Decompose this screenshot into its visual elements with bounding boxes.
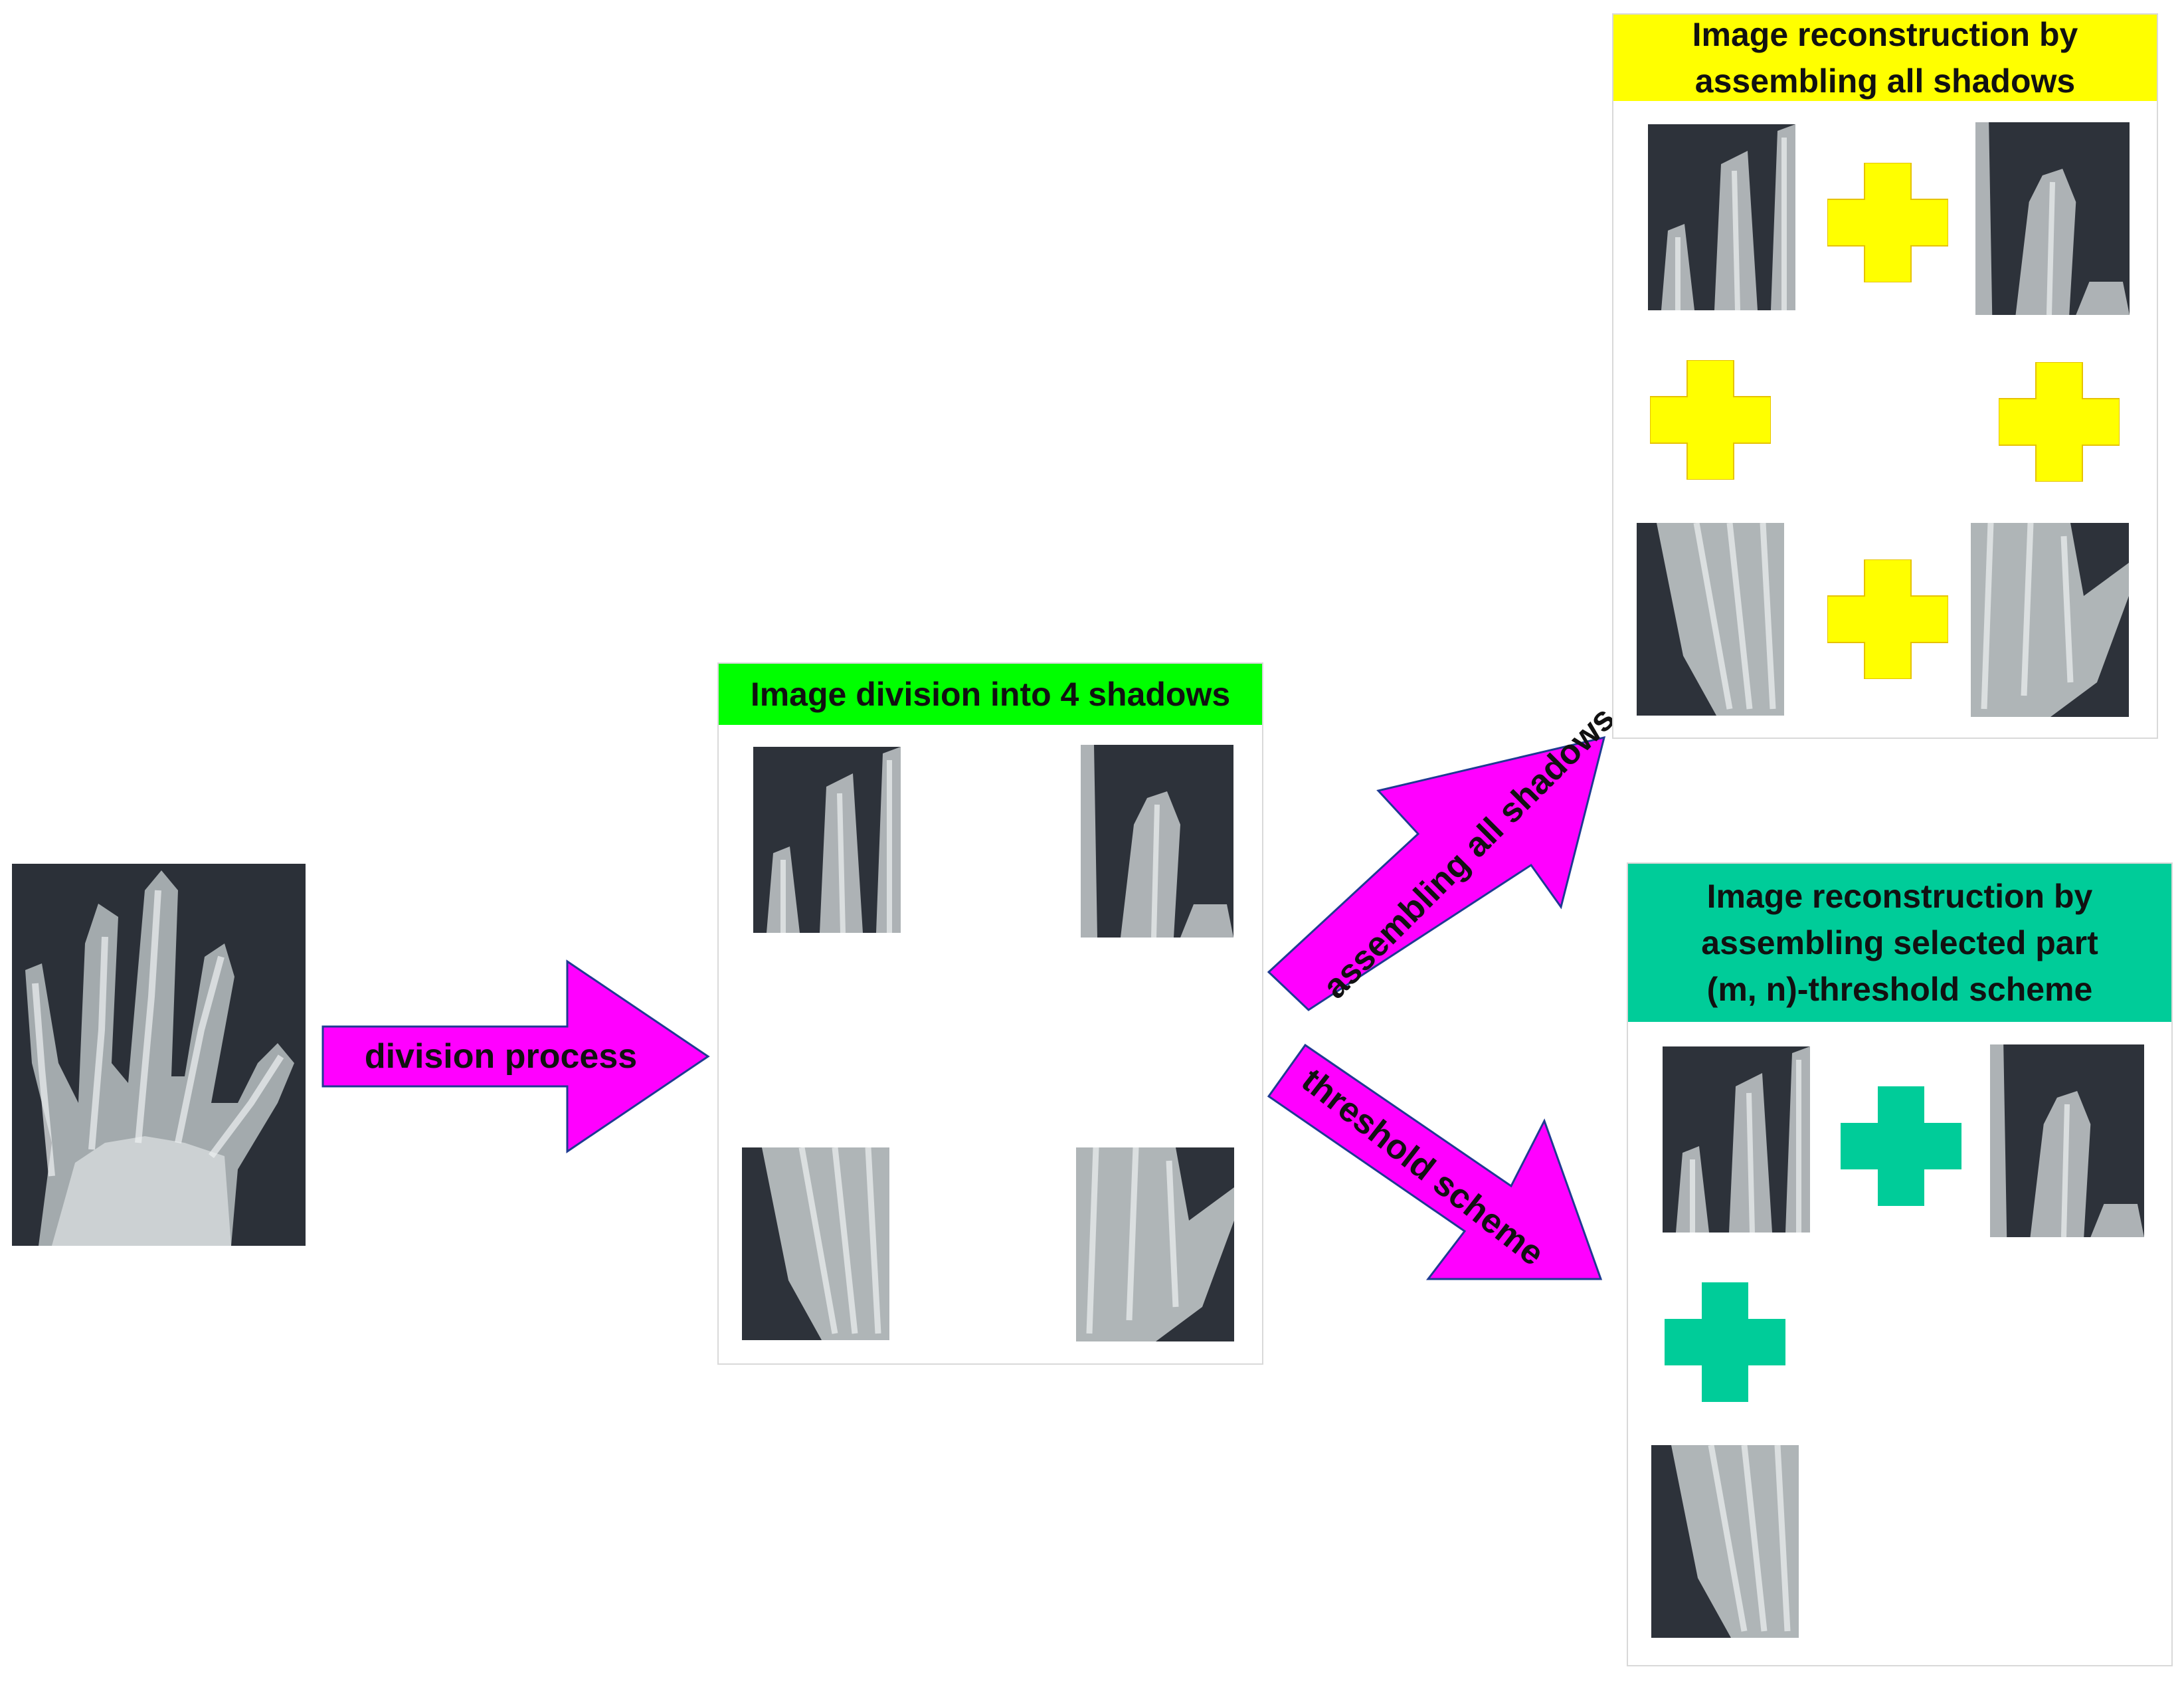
shadow-bottom-left [742, 1147, 889, 1340]
plus-icon [1827, 163, 1948, 282]
all-shadows-panel-header: Image reconstruction by assembling all s… [1613, 15, 2157, 101]
selected-part-panel-header: Image reconstruction by assembling selec… [1628, 864, 2171, 1022]
all-shadows-panel: Image reconstruction by assembling all s… [1612, 13, 2158, 739]
selected-part-panel: Image reconstruction by assembling selec… [1627, 862, 2173, 1666]
plus-icon [1650, 360, 1771, 480]
shadow-top-right [1081, 745, 1233, 938]
all-shadows-tile-bottom-left [1637, 523, 1784, 716]
division-panel-title: Image division into 4 shadows [750, 676, 1231, 713]
selected-tile-top-right [1990, 1044, 2144, 1237]
selected-title-line2: assembling selected part [1701, 924, 2098, 961]
shadow-top-left [753, 747, 901, 933]
shadow-bottom-right [1076, 1147, 1234, 1341]
division-panel-header: Image division into 4 shadows [719, 664, 1262, 725]
assembling-all-shadows-arrow: assembling all shadows [1265, 699, 1623, 1020]
threshold-scheme-arrow: threshold scheme [1265, 1040, 1611, 1286]
plus-icon [1665, 1282, 1785, 1402]
division-arrow-shape [321, 959, 710, 1153]
division-process-label: division process [364, 1037, 638, 1076]
all-shadows-tile-bottom-right [1971, 523, 2129, 717]
division-process-arrow: division process [321, 959, 710, 1153]
threshold-arrow-shape [1267, 1043, 1603, 1280]
selected-tile-bottom-left [1651, 1445, 1799, 1638]
selected-title-line3: (m, n)-threshold scheme [1706, 971, 2093, 1008]
all-shadows-title-line2: assembling all shadows [1694, 62, 2076, 100]
all-shadows-title-line1: Image reconstruction by [1692, 16, 2078, 53]
original-hand-xray [12, 864, 306, 1246]
all-shadows-tile-top-left [1648, 124, 1795, 310]
division-panel: Image division into 4 shadows [717, 662, 1263, 1365]
plus-icon [1999, 362, 2120, 482]
plus-icon [1841, 1086, 1961, 1206]
plus-icon [1827, 559, 1948, 679]
all-shadows-tile-top-right [1975, 122, 2130, 315]
assemble-arrow-shape [1267, 736, 1606, 1011]
selected-title-line1: Image reconstruction by [1706, 878, 2093, 915]
selected-tile-top-left [1663, 1046, 1810, 1233]
